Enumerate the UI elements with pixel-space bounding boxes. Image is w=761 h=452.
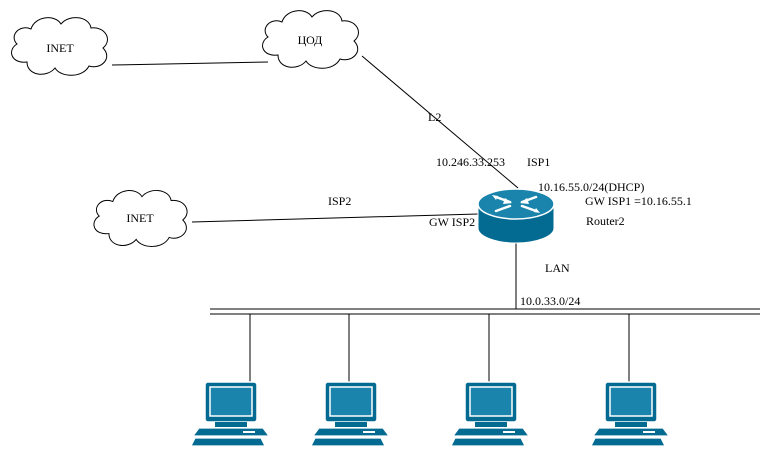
router-isp1-gateway: GW ISP1 =10.16.55.1 — [585, 194, 692, 208]
link-isp2-label: ISP2 — [328, 194, 351, 208]
cloud-cod: ЦОД — [262, 10, 359, 69]
router-isp1-address: 10.246.33.253 — [436, 155, 505, 169]
pc-icon-1 — [191, 381, 270, 447]
router-isp2-gateway: GW ISP2 — [429, 215, 475, 229]
cloud-inet-top-label: INET — [46, 41, 74, 55]
router-icon — [477, 188, 555, 244]
cloud-cod-label: ЦОД — [298, 33, 323, 47]
lan-network-label: 10.0.33.0/24 — [520, 294, 580, 308]
cloud-inet-top: INET — [11, 17, 108, 76]
pc-icon-3 — [451, 381, 530, 447]
cloud-inet-left-label: INET — [126, 211, 154, 225]
link-isp1-label: ISP1 — [527, 155, 550, 169]
router-name: Router2 — [586, 214, 625, 228]
pc-icon-4 — [591, 381, 670, 447]
pc-icon-2 — [311, 381, 390, 447]
router-isp1-network: 10.16.55.0/24(DHCP) — [538, 180, 644, 194]
link-l2-label: L2 — [428, 110, 441, 124]
link-inet-cod — [111, 61, 269, 66]
link-inet-router — [191, 213, 479, 223]
link-lan-label: LAN — [545, 261, 570, 275]
link-cod-router — [361, 55, 519, 189]
cloud-inet-left: INET — [93, 189, 188, 247]
